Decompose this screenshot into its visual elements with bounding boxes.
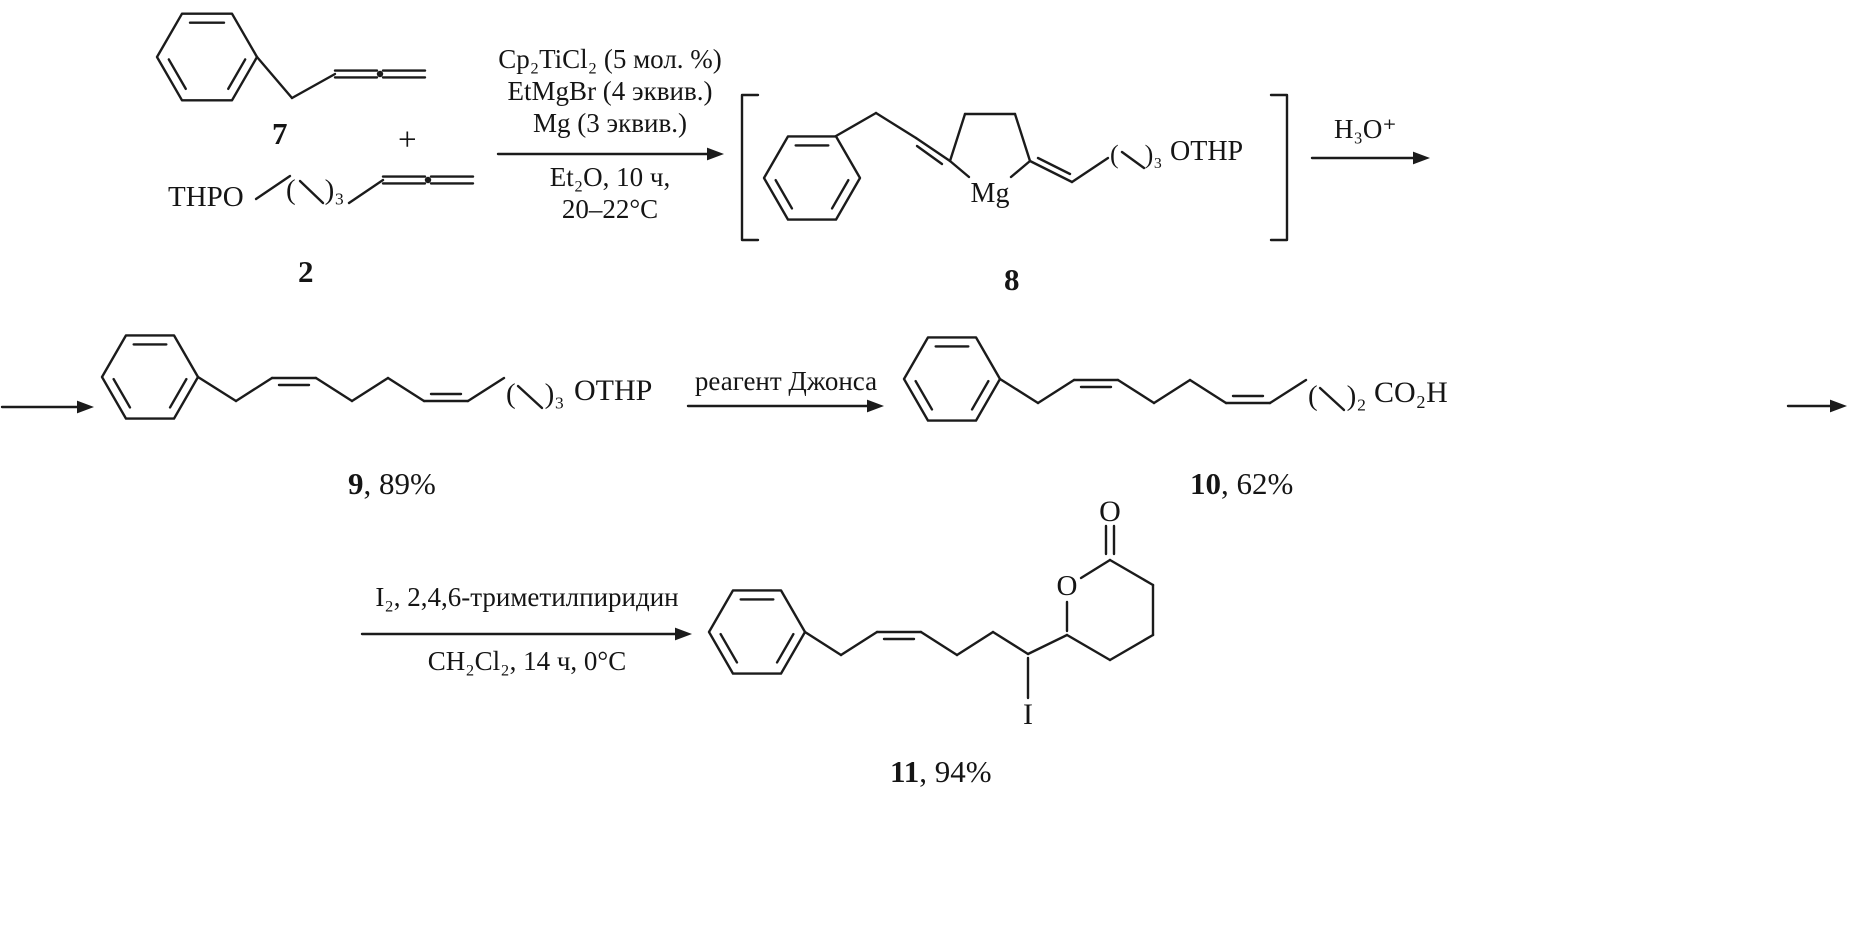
intermediate-8-othp-label: OTHP xyxy=(1170,136,1244,167)
step3-arrow xyxy=(686,399,884,413)
compound-9-number: 9 xyxy=(348,466,364,501)
structure-2-skeleton xyxy=(254,174,475,205)
plus-sign: + xyxy=(398,122,417,158)
compound-7-label: 7 xyxy=(272,116,288,151)
compound-11-iodine-label: I xyxy=(1023,698,1033,731)
row2-entry-arrow xyxy=(0,400,94,414)
step1-condition-line-2: 20–22°C xyxy=(561,194,659,224)
intermediate-8-mg-label: Mg xyxy=(970,178,1010,209)
compound-11-carbonyl-oxygen-label: O xyxy=(1099,495,1121,528)
intermediate-8-brackets xyxy=(740,93,1289,242)
compound-11-yield: , 94% xyxy=(919,754,992,789)
compound-10-acid-label: CO₂H xyxy=(1374,376,1448,409)
step4-condition-line: CH₂Cl₂, 14 ч, 0°C xyxy=(427,646,627,676)
compound-11-ring-oxygen-label: O xyxy=(1056,570,1078,602)
compound-9-yield: , 89% xyxy=(363,466,436,501)
step1-reagent-line-3: Mg (3 эквив.) xyxy=(533,108,687,138)
compound-9-repeat-paren: ( )₃ xyxy=(506,378,565,410)
step4-arrow xyxy=(360,627,692,641)
step1-reagent-line-2: EtMgBr (4 эквив.) xyxy=(507,76,713,106)
compound-9-othp-label: OTHP xyxy=(574,374,653,407)
structure-11-skeleton xyxy=(707,524,1155,700)
structure-10-skeleton xyxy=(902,336,1346,422)
step1-reagent-line-1: Cp₂TiCl₂ (5 мол. %) xyxy=(498,44,722,74)
compound-10-label: 10, 62% xyxy=(1190,468,1293,499)
compound-9-label: 9, 89% xyxy=(348,468,436,499)
structure-7-skeleton xyxy=(155,12,427,102)
compound-2-thpo-label: THPO xyxy=(168,181,244,213)
compound-10-number: 10 xyxy=(1190,466,1221,501)
compound-10-yield: , 62% xyxy=(1221,466,1294,501)
intermediate-8-repeat-paren: ( )₃ xyxy=(1110,140,1163,169)
compound-11-number: 11 xyxy=(890,754,920,789)
step3-reagent: реагент Джонса xyxy=(694,366,878,396)
structure-8-skeleton xyxy=(762,111,1146,221)
compound-2-label: 2 xyxy=(298,254,314,289)
step1-arrow xyxy=(496,147,724,161)
compound-10-repeat-paren: ( )₂ xyxy=(1308,380,1367,412)
compound-2-repeat-paren: ( )₃ xyxy=(286,174,345,206)
step2-reagent: H₃O⁺ xyxy=(1334,114,1397,144)
intermediate-8-label: 8 xyxy=(1004,262,1020,297)
row2-exit-arrow xyxy=(1786,399,1847,413)
compound-11-label: 11, 94% xyxy=(890,756,992,787)
step2-arrow xyxy=(1310,151,1430,165)
step1-condition-line-1: Et₂O, 10 ч, xyxy=(549,162,671,192)
structure-9-skeleton xyxy=(100,334,544,420)
step4-reagent-line: I₂, 2,4,6-триметилпиридин xyxy=(375,582,679,612)
